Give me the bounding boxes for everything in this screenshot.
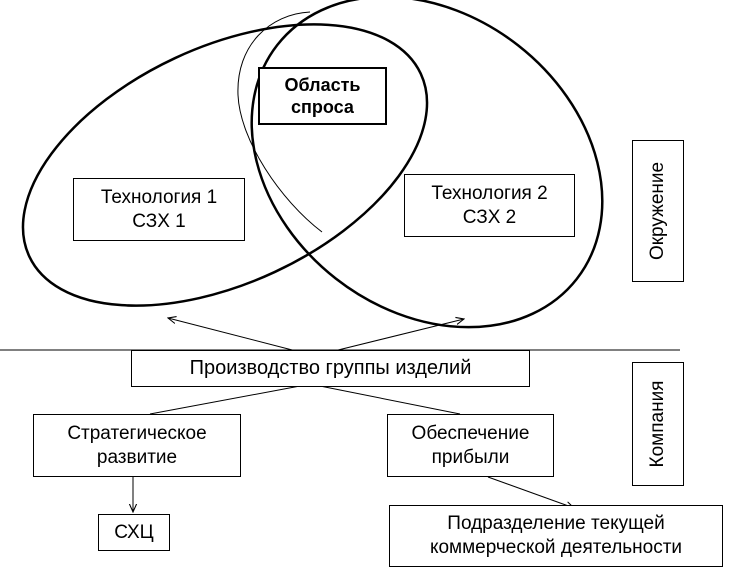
- tech2-line1: Технология 2: [431, 182, 548, 204]
- tech2-line2: СЗХ 2: [462, 206, 517, 228]
- profit-line2: прибыли: [431, 446, 510, 468]
- tech2-box: Технология 2 СЗХ 2: [404, 174, 575, 237]
- szx1-ellipse: [21, 23, 429, 307]
- profit-line1: Обеспечение: [411, 422, 530, 444]
- profit-box: Обеспечение прибыли: [387, 414, 554, 477]
- arrow-to-szx2: [329, 319, 464, 353]
- strategic-line1: Стратегическое: [67, 422, 207, 444]
- arrow-to-commercial: [487, 476, 574, 508]
- tech1-box: Технология 1 СЗХ 1: [73, 178, 245, 241]
- production-label: Производство группы изделий: [189, 357, 472, 379]
- shc-label: СХЦ: [114, 521, 154, 543]
- company-label-box: Компания: [632, 362, 684, 486]
- commercial-line1: Подразделение текущей: [447, 513, 665, 535]
- strategic-line2: развитие: [96, 446, 178, 468]
- demand-area-box: Область спроса: [258, 67, 387, 125]
- tech1-line1: Технология 1: [100, 186, 218, 208]
- strategic-box: Стратегическое развитие: [33, 414, 241, 477]
- demand-area-line1: Область: [284, 74, 361, 95]
- tech1-line2: СЗХ 1: [132, 210, 186, 232]
- shc-box: СХЦ: [98, 514, 170, 551]
- commercial-box: Подразделение текущей коммерческой деяте…: [389, 505, 723, 567]
- company-label: Компания: [647, 380, 668, 468]
- arrow-to-szx1: [168, 318, 301, 353]
- line-to-strategic: [149, 385, 301, 415]
- demand-area-arc: [237, 11, 323, 233]
- demand-area-line2: спроса: [291, 97, 354, 117]
- production-box: Производство группы изделий: [131, 350, 530, 387]
- commercial-line2: коммерческой деятельности: [429, 537, 683, 558]
- line-to-profit: [319, 385, 461, 415]
- szx2-ellipse: [250, 0, 604, 329]
- environment-label-box: Окружение: [632, 140, 684, 282]
- environment-label: Окружение: [647, 161, 668, 261]
